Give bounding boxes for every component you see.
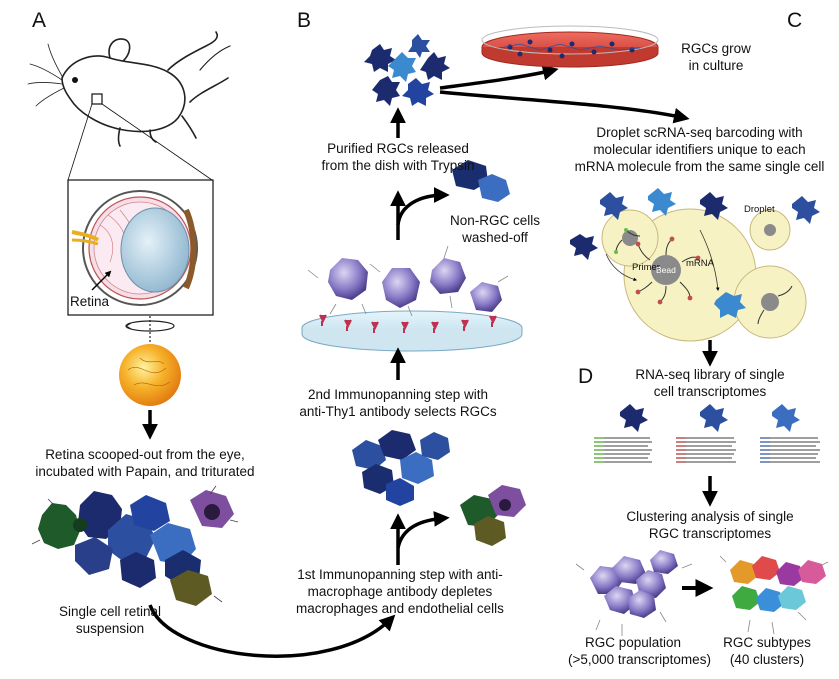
panning1-line-1: 1st Immunopanning step with anti- [297, 567, 503, 582]
panning2-caption: 2nd Immunopanning step with anti-Thy1 an… [296, 386, 500, 420]
panning1-line-3: macrophages and endothelial cells [296, 601, 504, 616]
population-caption: RGC population (>5,000 transcriptomes) [568, 634, 711, 668]
zoom-lines [67, 103, 213, 181]
suspension-line-1: Single cell retinal [58, 604, 162, 619]
panel-label-a: A [32, 9, 47, 32]
subtypes-line-2: (40 clusters) [729, 652, 805, 667]
subtypes-caption: RGC subtypes (40 clusters) [712, 634, 822, 668]
panel-label-b: B [297, 9, 312, 32]
suspension-line-2: suspension [75, 621, 145, 636]
barcode-bead [651, 255, 681, 285]
retina-sphere [119, 344, 181, 406]
washed-line-2: washed-off [462, 230, 528, 245]
washed-line-1: Non-RGC cells [449, 213, 541, 228]
reads-cell-2 [676, 437, 736, 463]
non-rgc-cells [452, 160, 510, 202]
clustering-line-2: RGC transcriptomes [648, 526, 772, 541]
reads-cell-1 [594, 437, 652, 463]
retina-label: Retina [70, 294, 110, 309]
dissociated-cells-cluster [31, 485, 239, 606]
subtypes-line-1: RGC subtypes [723, 635, 811, 650]
droplet-scene [601, 208, 807, 342]
bead-label: Bead [656, 265, 676, 275]
mrna-label: mRNA [686, 258, 714, 269]
culture-dish [481, 25, 659, 68]
bound-rgcs [328, 258, 502, 312]
captured-rgc [714, 292, 746, 318]
library-line-2: cell transcriptomes [653, 384, 767, 399]
culture-line-2: in culture [688, 58, 744, 73]
retina-pointer [91, 270, 112, 291]
arrow-to-droplet [439, 90, 690, 124]
panning1-line-2: macrophage antibody depletes [307, 584, 493, 599]
scoop-caption: Retina scooped-out from the eye, incubat… [0, 446, 290, 480]
arrow-washed-off [396, 187, 450, 226]
suspension-caption: Single cell retinal suspension [30, 603, 190, 637]
released-line-2: from the dish with Trypsin [321, 158, 475, 173]
library-line-1: RNA-seq library of single [635, 367, 785, 382]
primer-label: Primer [632, 262, 660, 273]
mouse-eye [72, 77, 78, 83]
rgc-cluster-b [352, 430, 450, 506]
clustering-line-1: Clustering analysis of single [626, 509, 794, 524]
arrow-macrophages-depleted [396, 511, 450, 549]
panning2-line-1: 2nd Immunopanning step with [307, 387, 489, 402]
purified-rgcs [364, 34, 450, 106]
arrow-to-panning1 [148, 604, 396, 658]
released-line-1: Purified RGCs released [327, 141, 469, 156]
macrophage-cells [460, 485, 526, 546]
eye-zoom-box [91, 93, 103, 105]
library-cells [620, 404, 800, 432]
droplet-seq-line-1: Droplet scRNA-seq barcoding with [596, 125, 803, 140]
droplet-label: Droplet [744, 204, 775, 215]
released-caption: Purified RGCs released from the dish wit… [300, 140, 496, 174]
droplet-seq-caption: Droplet scRNA-seq barcoding with molecul… [560, 124, 839, 175]
panning1-caption: 1st Immunopanning step with anti- macrop… [280, 566, 520, 617]
rgc-subtypes [730, 556, 826, 612]
population-line-2: (>5,000 transcriptomes) [568, 652, 711, 667]
rgc-population [590, 550, 678, 618]
immunopanning-dish-2 [301, 245, 523, 352]
scoop-line-1: Retina scooped-out from the eye, [45, 447, 245, 462]
panning2-line-2: anti-Thy1 antibody selects RGCs [299, 404, 497, 419]
washed-caption: Non-RGC cells washed-off [440, 212, 550, 246]
culture-caption: RGCs grow in culture [666, 40, 766, 74]
droplet-seq-line-3: mRNA molecule from the same single cell [574, 159, 825, 174]
population-line-1: RGC population [584, 635, 682, 650]
rotation-icon [125, 316, 175, 345]
droplet-seq-line-2: molecular identifiers unique to each [593, 142, 806, 157]
scoop-line-2: incubated with Papain, and triturated [35, 464, 255, 479]
mouse-illustration [27, 31, 231, 147]
reads-cell-3 [760, 437, 820, 463]
barcoded-reads [594, 437, 820, 463]
incoming-rgcs [570, 188, 820, 260]
library-caption: RNA-seq library of single cell transcrip… [600, 366, 820, 400]
culture-line-1: RGCs grow [681, 41, 751, 56]
eye-cross-section [71, 190, 198, 306]
panel-label-d: D [578, 365, 594, 388]
arrow-to-culture [439, 64, 559, 90]
panel-label-c: C [787, 9, 803, 32]
clustering-caption: Clustering analysis of single RGC transc… [600, 508, 820, 542]
